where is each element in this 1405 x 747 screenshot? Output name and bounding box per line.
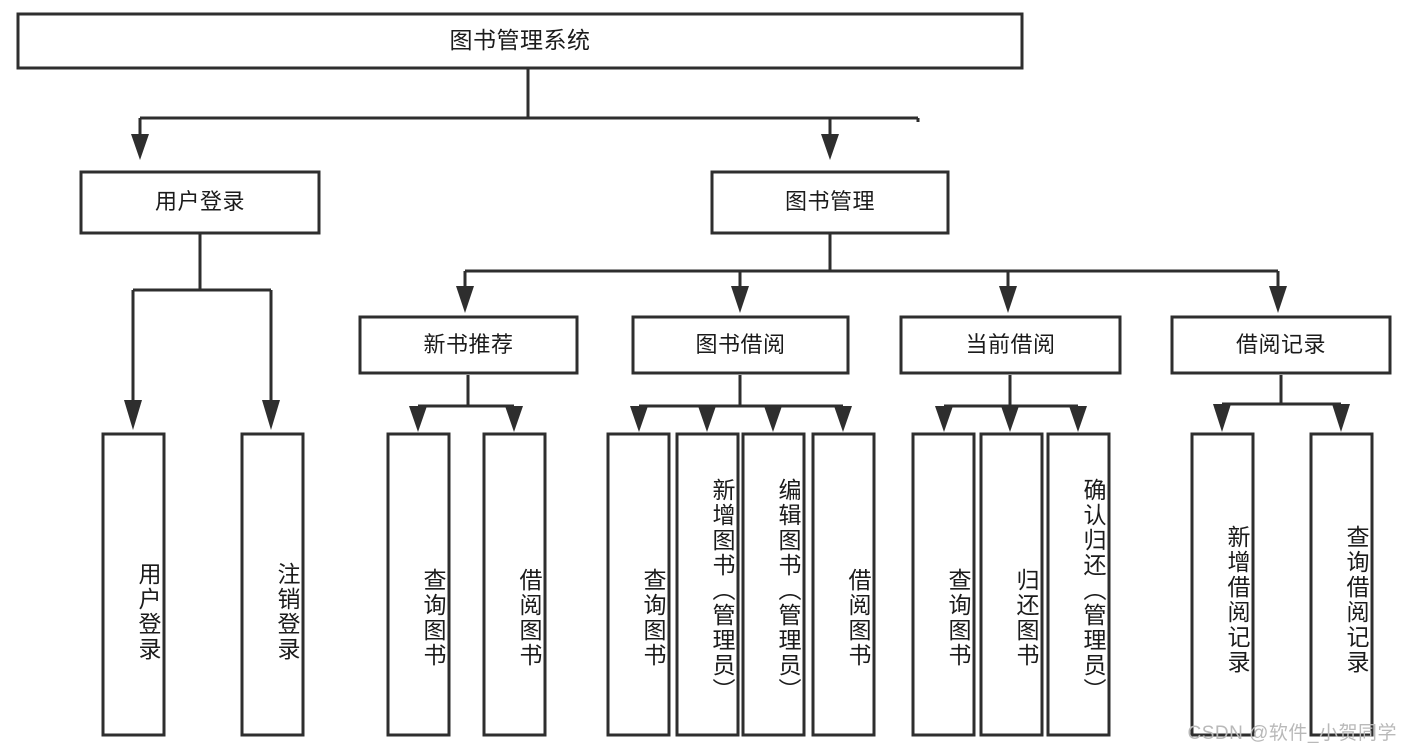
node-box-leaf-br-add-record[interactable] (1190, 432, 1255, 737)
connector-group-borrow-record (1213, 375, 1350, 432)
node-leaf-nbr-borrow-book[interactable] (484, 434, 545, 735)
node-box-user-login[interactable] (79, 170, 321, 235)
arrowhead-cb-leaf-3 (1069, 406, 1087, 432)
node-box-leaf-nbr-borrow-book[interactable] (482, 432, 547, 737)
node-box-borrow-record[interactable] (1170, 315, 1392, 375)
arrowhead-br-leaf-1 (1213, 404, 1231, 432)
arrowhead-new-book-recommend (456, 286, 474, 313)
arrowhead-bb-leaf-4 (834, 406, 852, 432)
node-leaf-bb-query-book[interactable] (608, 434, 669, 735)
connector-group-current-borrow (935, 375, 1087, 432)
node-leaf-bb-borrow-book[interactable] (813, 434, 874, 735)
node-current-borrow[interactable] (901, 317, 1120, 373)
arrowhead-book-borrow (731, 286, 749, 313)
arrowhead-cb-leaf-1 (935, 406, 953, 432)
node-box-leaf-nbr-query-book[interactable] (386, 432, 451, 737)
node-leaf-nbr-query-book[interactable] (388, 434, 449, 735)
node-box-leaf-br-query-record[interactable] (1309, 432, 1374, 737)
node-leaf-cb-return-book[interactable] (981, 434, 1042, 735)
node-leaf-br-query-record[interactable] (1311, 434, 1372, 735)
node-box-leaf-cb-query-book[interactable] (911, 432, 976, 737)
node-user-login[interactable] (81, 172, 319, 233)
node-box-leaf-bb-borrow-book[interactable] (811, 432, 876, 737)
arrowhead-bb-leaf-3 (764, 406, 782, 432)
node-box-leaf-user-login[interactable] (101, 432, 166, 737)
node-leaf-bb-edit-book[interactable] (743, 434, 804, 735)
arrowhead-user-login (131, 134, 149, 160)
node-leaf-cb-query-book[interactable] (913, 434, 974, 735)
node-root[interactable] (18, 14, 1022, 68)
node-book-borrow[interactable] (633, 317, 848, 373)
node-box-root[interactable] (16, 12, 1024, 70)
node-book-manage[interactable] (712, 172, 948, 233)
arrowhead-bb-leaf-2 (698, 406, 716, 432)
node-leaf-br-add-record[interactable] (1192, 434, 1253, 735)
connector-group-new-book-recommend (409, 375, 523, 432)
node-box-leaf-cb-confirm-return[interactable] (1046, 432, 1111, 737)
arrowhead-book-manage (821, 134, 839, 160)
node-box-book-borrow[interactable] (631, 315, 850, 375)
node-box-current-borrow[interactable] (899, 315, 1122, 375)
node-new-book-recommend[interactable] (360, 317, 577, 373)
node-borrow-record[interactable] (1172, 317, 1390, 373)
arrowhead-nbr-leaf-1 (409, 406, 427, 432)
arrowhead-cb-leaf-2 (1001, 406, 1019, 432)
arrowhead-leaf-logout (262, 400, 280, 430)
node-leaf-user-login[interactable] (103, 434, 164, 735)
node-leaf-cb-confirm-return[interactable] (1048, 434, 1109, 735)
arrowhead-leaf-user-login (124, 400, 142, 430)
node-box-new-book-recommend[interactable] (358, 315, 579, 375)
node-box-leaf-cb-return-book[interactable] (979, 432, 1044, 737)
arrowhead-borrow-record (1269, 286, 1287, 313)
node-box-leaf-bb-query-book[interactable] (606, 432, 671, 737)
arrowhead-bb-leaf-1 (630, 406, 648, 432)
node-box-leaf-bb-edit-book[interactable] (741, 432, 806, 737)
connector-group-root (131, 69, 920, 160)
node-box-leaf-bb-add-book[interactable] (675, 432, 740, 737)
connector-group-user-login (124, 233, 280, 430)
connector-group-book-borrow (630, 375, 852, 432)
arrowhead-br-leaf-2 (1332, 404, 1350, 432)
node-leaf-bb-add-book[interactable] (677, 434, 738, 735)
arrowhead-nbr-leaf-2 (505, 406, 523, 432)
watermark-text: CSDN @软件_小贺同学 (1187, 723, 1397, 744)
node-box-leaf-logout[interactable] (240, 432, 305, 737)
arrowhead-current-borrow (999, 286, 1017, 313)
node-box-book-manage[interactable] (710, 170, 950, 235)
node-leaf-logout[interactable] (242, 434, 303, 735)
connector-group-book-manage (456, 233, 1287, 313)
